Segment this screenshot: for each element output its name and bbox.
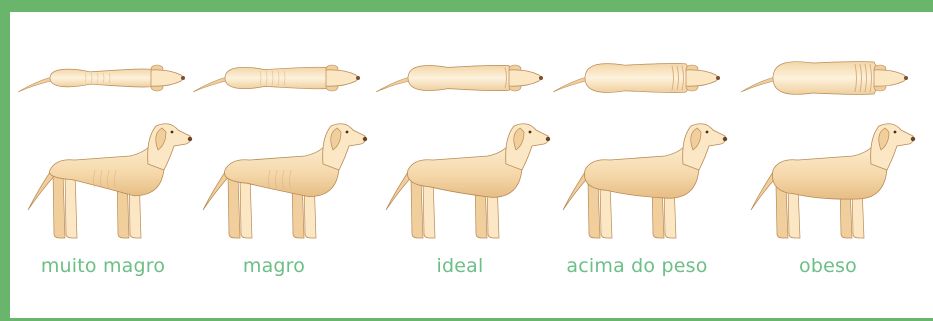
dog-side-view xyxy=(563,124,727,238)
dog-top-view xyxy=(18,65,185,92)
dog-top-view xyxy=(741,62,908,95)
dog-ideal xyxy=(376,65,550,238)
dog-top-view xyxy=(376,65,543,92)
stage-label-very-thin: muito magro xyxy=(18,255,188,277)
dog-obese xyxy=(741,62,915,238)
dog-thin xyxy=(193,65,367,238)
stage-label-thin: magro xyxy=(189,255,359,277)
stage-label-overweight: acima do peso xyxy=(552,255,722,277)
stage-label-ideal: ideal xyxy=(375,255,545,277)
stage-label-obese: obeso xyxy=(743,255,913,277)
dog-side-view xyxy=(28,124,192,238)
dog-very-thin xyxy=(18,65,192,238)
dog-side-view xyxy=(751,124,915,238)
dog-overweight xyxy=(553,63,727,238)
dog-top-view xyxy=(553,63,720,92)
dog-top-view xyxy=(193,65,360,92)
dog-side-view xyxy=(386,124,550,238)
dog-side-view xyxy=(203,124,367,238)
